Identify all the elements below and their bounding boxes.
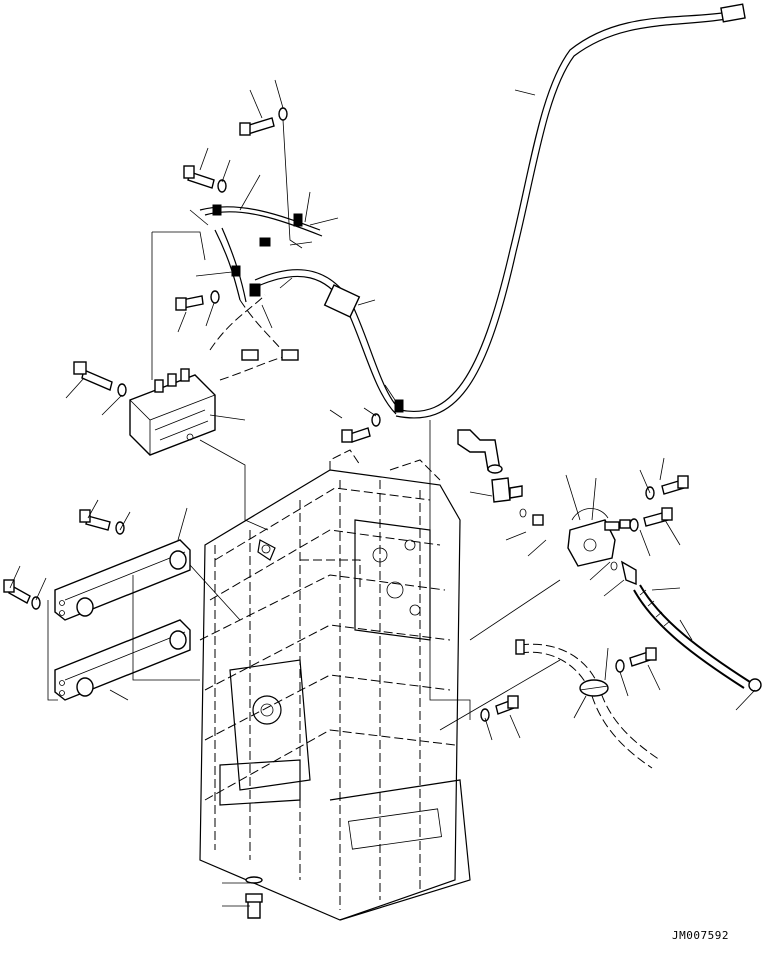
- bolt-icon: [175, 295, 204, 311]
- figure-reference-code: JM007592: [672, 929, 729, 942]
- cap-fitting: [487, 464, 503, 474]
- bolt-icon: [79, 509, 111, 531]
- washer-icon: [210, 290, 220, 304]
- washer-icon: [245, 876, 263, 884]
- o-ring: [519, 508, 527, 518]
- washer-icon: [278, 107, 288, 121]
- washer-icon: [629, 518, 639, 532]
- washer-icon: [615, 659, 625, 673]
- washer-icon: [480, 708, 490, 722]
- washer-icon: [31, 596, 41, 610]
- wiring-harness: [199, 3, 746, 419]
- bolt-icon: [495, 695, 519, 715]
- main-frame: [199, 449, 471, 921]
- clamp-icon: [579, 679, 609, 697]
- bolt-icon: [629, 647, 657, 667]
- bolt-icon: [341, 427, 371, 443]
- nut-fitting: [532, 514, 544, 526]
- lower-bracket: [54, 619, 191, 701]
- harness-clamps: [212, 204, 404, 413]
- bolt-icon: [239, 117, 275, 136]
- bolt-icon: [183, 165, 215, 189]
- pipe-upper: [457, 429, 501, 471]
- upper-bracket: [54, 539, 191, 621]
- valve-icon: [567, 508, 631, 567]
- bolt-icon: [643, 507, 673, 527]
- elbow-fitting: [491, 477, 523, 503]
- bolt-icon: [3, 579, 31, 604]
- washer-icon: [217, 179, 227, 193]
- washer-icon: [115, 521, 125, 535]
- washer-icon: [117, 383, 127, 397]
- o-ring: [610, 561, 618, 571]
- control-box: [129, 368, 216, 456]
- callout-leaders: [9, 79, 756, 907]
- bolt-icon: [245, 893, 263, 919]
- bracket-leader-lines: [47, 564, 241, 701]
- bolt-icon: [73, 361, 113, 391]
- bolt-icon: [661, 475, 689, 495]
- hose-right: [620, 560, 762, 692]
- washer-icon: [371, 413, 381, 427]
